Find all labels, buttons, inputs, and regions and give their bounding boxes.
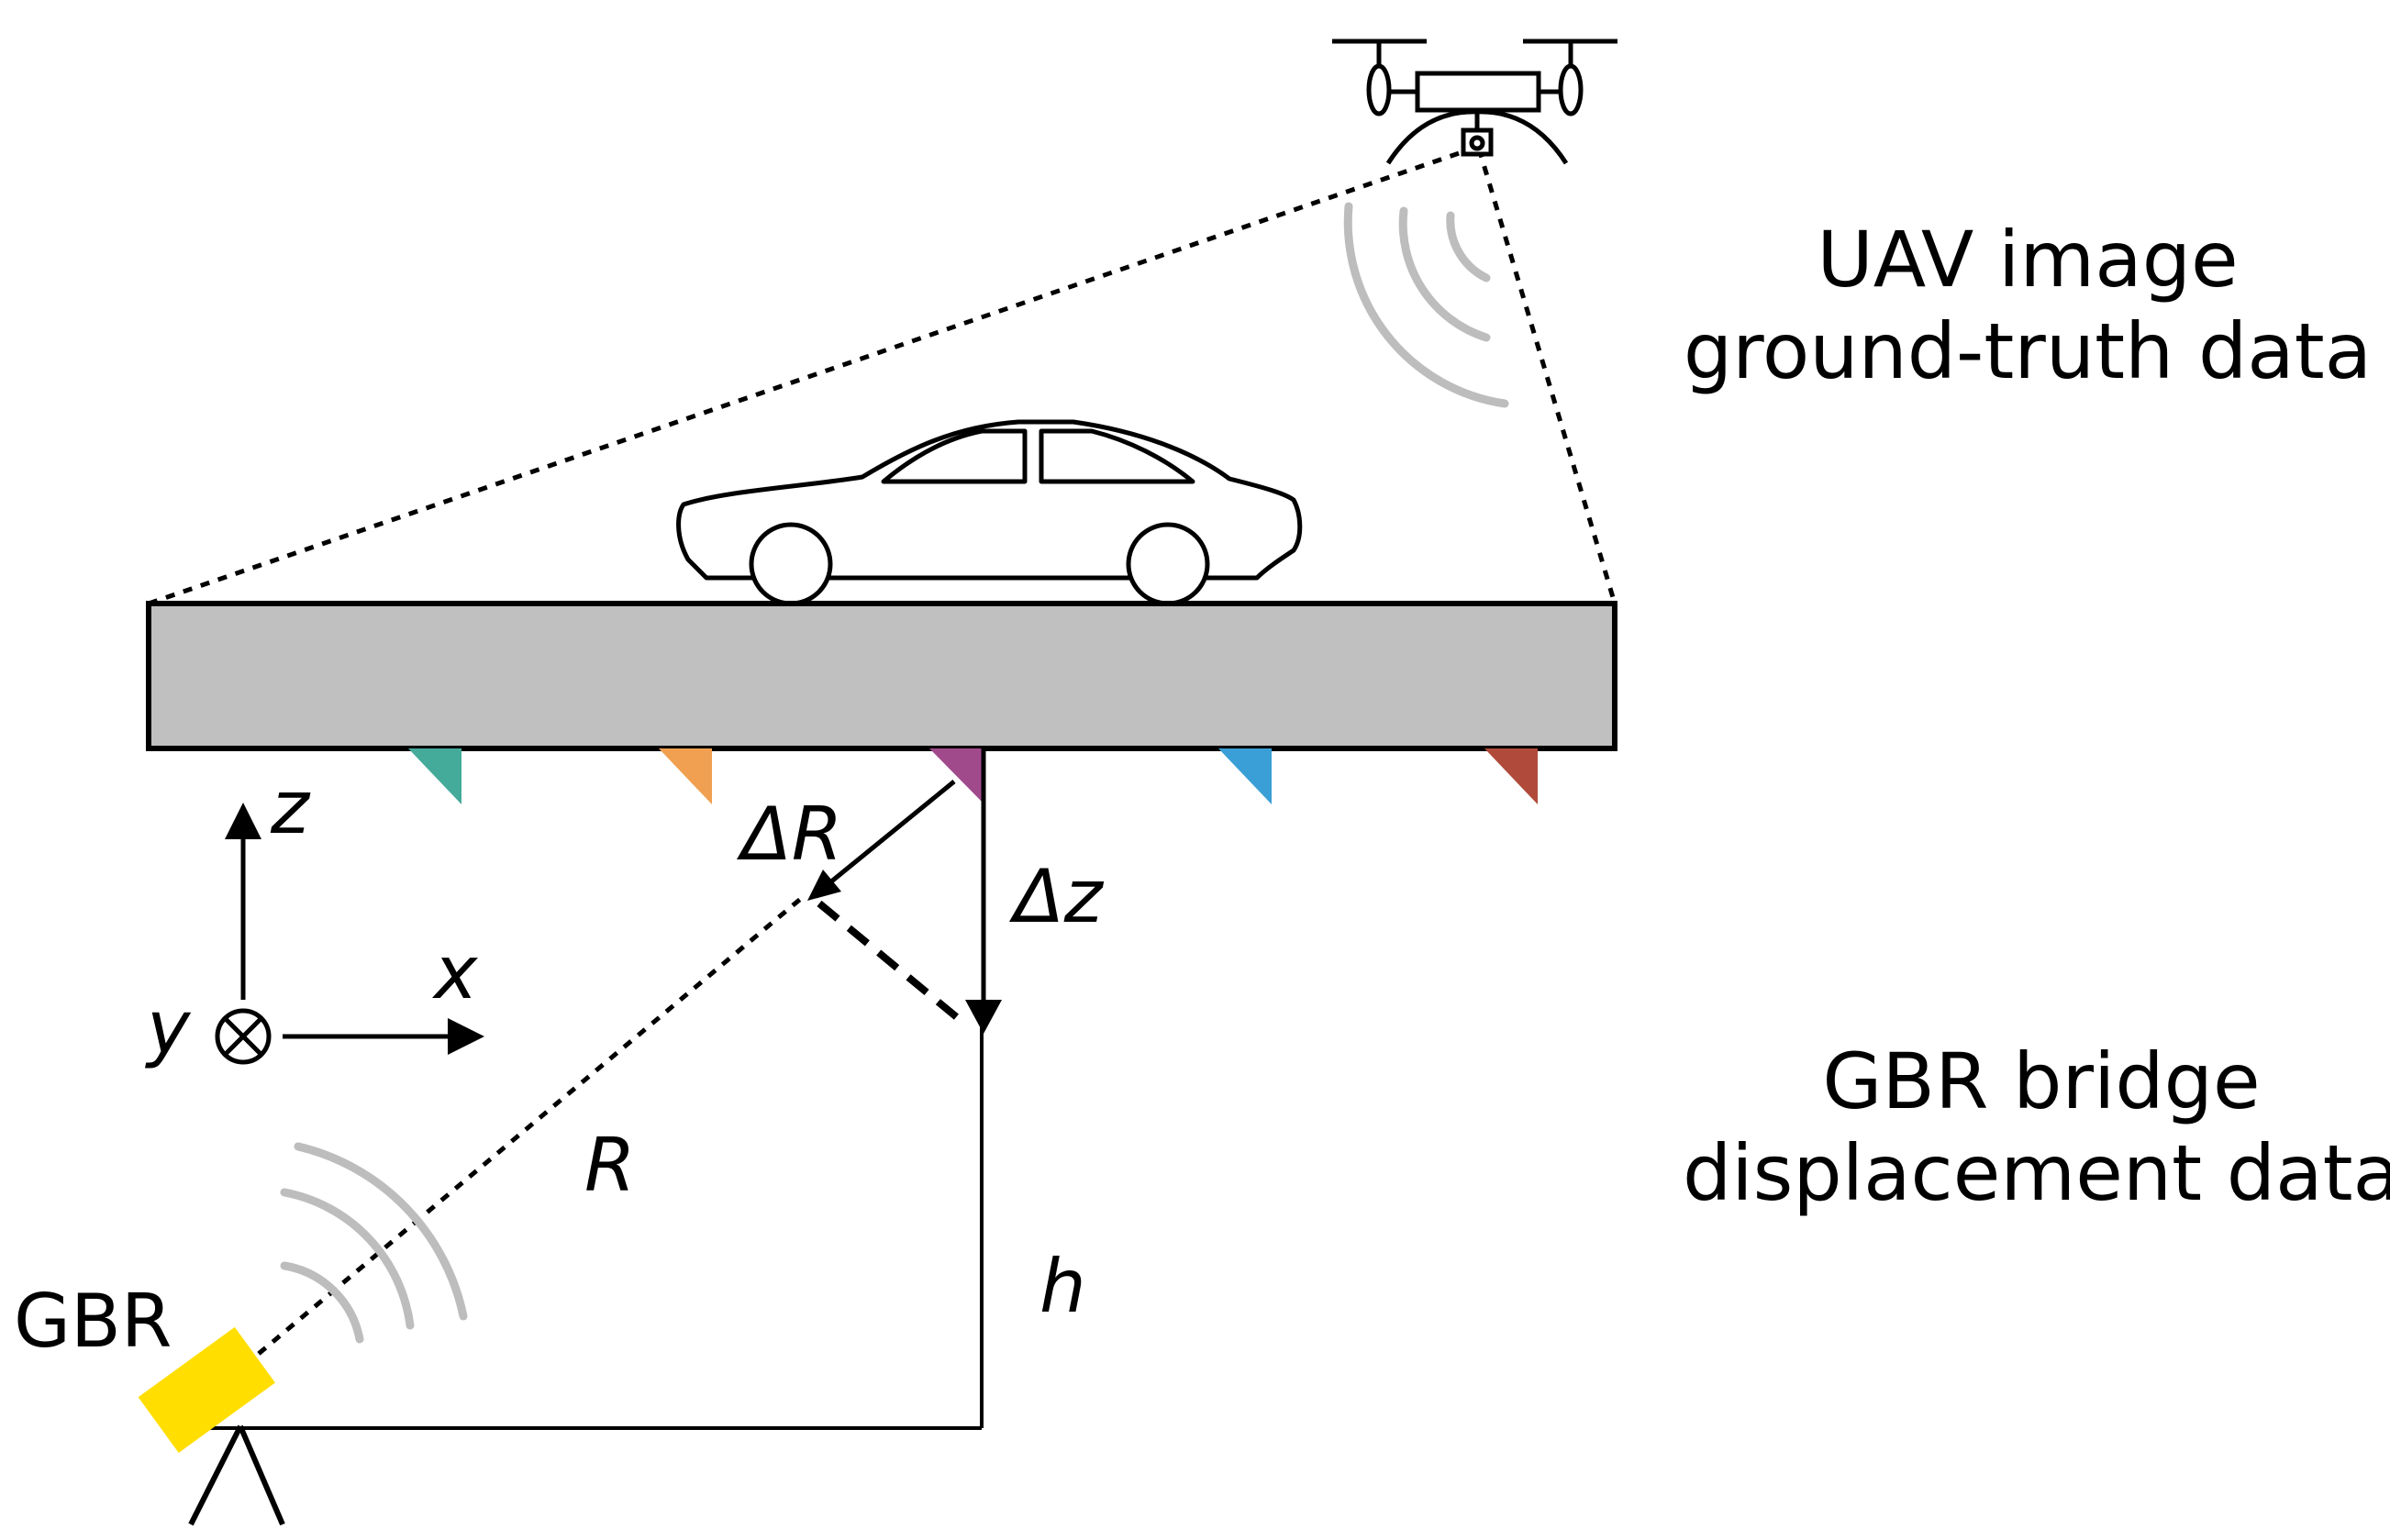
uav-label-line1: UAV image: [1817, 215, 2238, 305]
gbr-signal-waves: [280, 1142, 468, 1344]
uav-view-lines: [148, 146, 1617, 606]
delta-r-arrow: [807, 780, 956, 901]
coordinate-axes: [215, 803, 484, 1065]
gbr-device-label: GBR: [14, 1279, 172, 1364]
delta-r-label: ΔR: [736, 792, 842, 877]
corner-reflector-4: [1218, 748, 1272, 804]
projection-dashed-line: [817, 900, 966, 1026]
corner-reflector-1: [408, 748, 461, 804]
height-h-label: h: [1039, 1244, 1086, 1329]
uav-label-line2: ground-truth data: [1684, 306, 2372, 396]
corner-reflectors: [408, 748, 1538, 804]
gbr-label-line2: displacement data: [1683, 1128, 2390, 1218]
drone-icon: [1332, 39, 1617, 165]
range-line: [172, 895, 805, 1426]
uav-signal-waves: [1343, 202, 1509, 408]
bridge-deck: [146, 601, 1617, 751]
delta-z-arrow: [965, 748, 1002, 1034]
car-icon: [676, 419, 1303, 606]
gbr-device: [138, 1326, 285, 1526]
axis-x-label: x: [431, 930, 479, 1015]
axis-z-label: z: [270, 765, 311, 850]
corner-reflector-3: [929, 748, 984, 804]
corner-reflector-2: [659, 748, 712, 804]
geometry-lines: [172, 895, 984, 1430]
axis-y-label: y: [145, 985, 192, 1070]
range-r-label: R: [584, 1123, 636, 1208]
corner-reflector-5: [1484, 748, 1538, 804]
delta-z-label: Δz: [1008, 854, 1105, 939]
gbr-label-line1: GBR bridge: [1822, 1036, 2260, 1126]
